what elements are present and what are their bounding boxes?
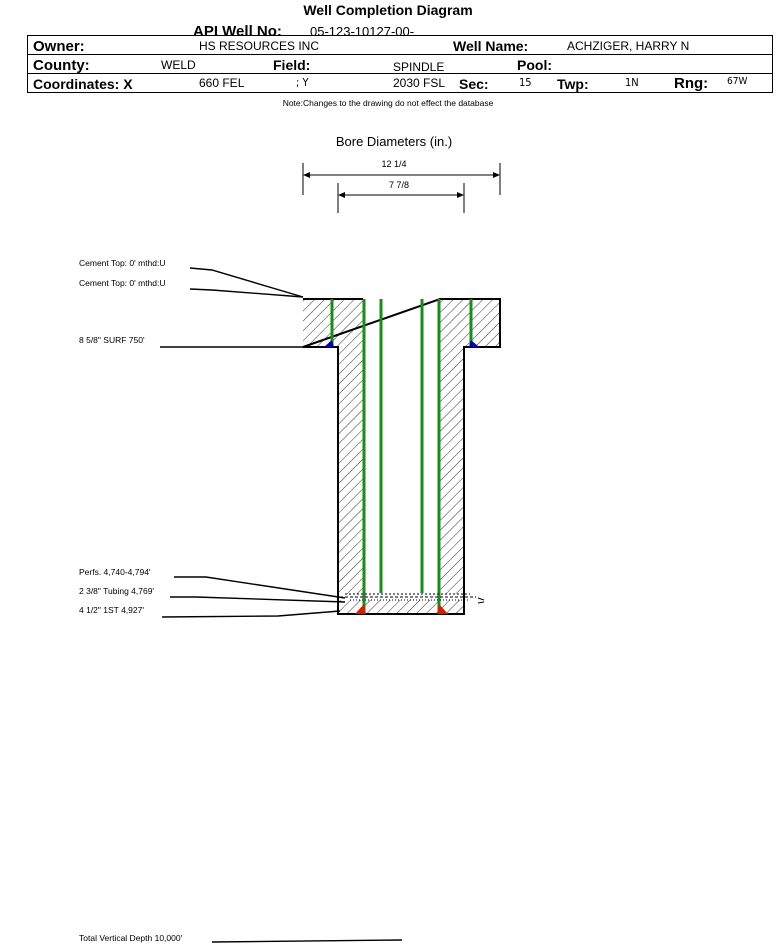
header-box [27,35,773,93]
bore-inner-label: 7 7/8 [389,180,409,190]
twp-value: 1N [625,76,639,89]
county-value: WELD [161,58,196,72]
api-label: API Well No: [193,23,282,40]
bore-outer-label: 12 1/4 [381,159,406,169]
sec-label: Sec: [459,76,489,92]
bore-diameters-title: Bore Diameters (in.) [336,134,452,149]
well-name-value: ACHZIGER, HARRY N [567,39,690,53]
well-header: API Well No: 05-123-10127-00- Owner: HS … [27,20,773,93]
production-shoe-right [437,604,448,614]
field-label: Field: [273,57,311,73]
api-value: 05-123-10127-00- [310,24,415,39]
well-name-label: Well Name: [453,38,529,54]
y-label: ; Y [296,76,309,89]
pool-label: Pool: [517,57,552,73]
annotation-cement-top-2: Cement Top: 0' mthd:U [79,278,166,288]
field-value: SPINDLE [393,60,445,74]
annotation-leaders [160,267,403,943]
annotation-total-depth: Total Vertical Depth 10,000' [79,933,183,943]
bore-inner-dimension [337,183,465,213]
x-value: 660 FEL [199,76,245,90]
annotation-tubing: 2 3/8" Tubing 4,769' [79,586,154,596]
county-label: County: [33,57,90,74]
owner-label: Owner: [33,38,85,55]
production-shoe-left [355,604,366,614]
diagram-title: Well Completion Diagram [303,2,473,18]
database-note: Note:Changes to the drawing do not effec… [282,98,494,108]
annotation-cement-top-1: Cement Top: 0' mthd:U [79,258,166,268]
y-value: 2030 FSL [393,76,446,90]
header-divider [27,73,773,74]
twp-label: Twp: [557,76,589,92]
annotation-surface-casing: 8 5/8" SURF 750' [79,335,145,345]
production-casing [362,299,441,612]
surface-shoe-left [324,340,334,347]
rng-value: 67W [727,76,748,87]
surface-shoe-right [469,340,479,347]
coordinates-label: Coordinates: X [33,76,133,92]
rng-label: Rng: [674,75,709,92]
header-divider [27,54,773,55]
perforations [340,593,485,604]
surface-casing [330,299,473,345]
annotation-perfs: Perfs. 4,740-4,794' [79,567,151,577]
owner-value: HS RESOURCES INC [199,39,320,53]
bore-outer-dimension [302,163,501,195]
annotation-production-casing: 4 1/2" 1ST 4,927' [79,605,144,615]
tubing [379,299,424,593]
sec-value: 15 [519,76,532,89]
